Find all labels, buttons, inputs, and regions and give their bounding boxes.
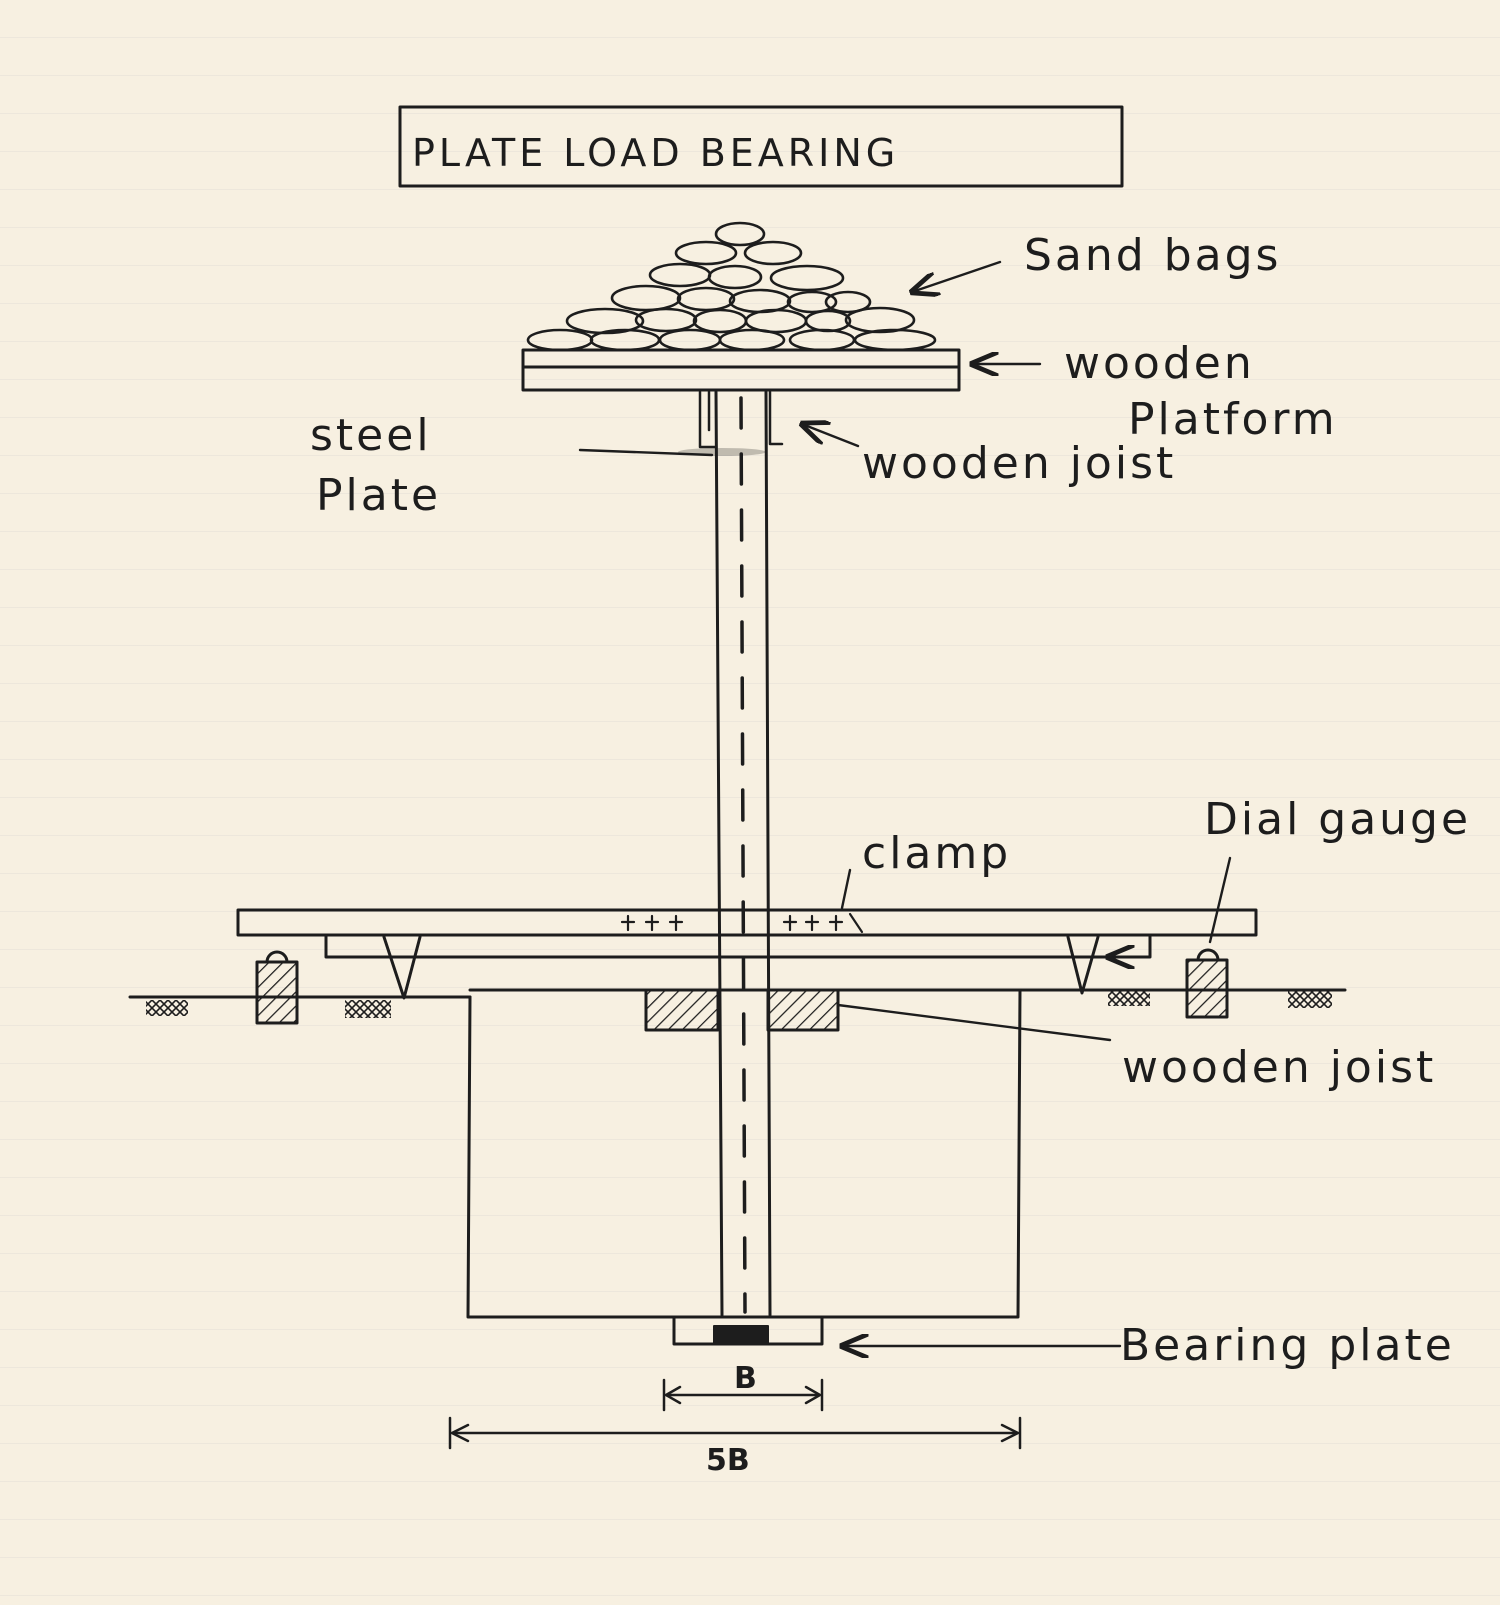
title-box [398,105,1124,188]
label-bearing-plate: Bearing plate [1120,1320,1455,1371]
label-steel-plate-1: steel [310,410,432,461]
label-wooden-joist-top: wooden joist [862,438,1176,489]
label-sand-bags: Sand bags [1024,230,1281,281]
label-steel-plate-2: Plate [316,470,441,521]
test-pit [466,988,1022,1319]
leader-lines [578,260,1232,1346]
dimension-5b-label: 5B [706,1443,750,1478]
bearing-plate [672,1316,824,1346]
clamp [620,912,864,934]
loading-column [714,390,772,1317]
dimension-5b [448,1416,1022,1450]
sand-bags [526,221,937,352]
dimension-b-label: B [734,1361,757,1396]
diagram-title: PLATE LOAD BEARING [412,131,899,175]
label-clamp: clamp [862,828,1011,879]
reference-beam [236,908,1258,959]
label-wooden-joist-bottom: wooden joist [1122,1042,1436,1093]
label-wooden-platform-1: wooden [1064,338,1255,389]
wooden-joist-bottom [644,988,840,1032]
ground-surface [128,988,1347,1018]
label-wooden-platform-2: Platform [1128,394,1338,445]
label-dial-gauge: Dial gauge [1204,794,1471,845]
wooden-joist-top [698,390,784,449]
wooden-platform [521,348,961,392]
dimension-b [662,1378,824,1412]
